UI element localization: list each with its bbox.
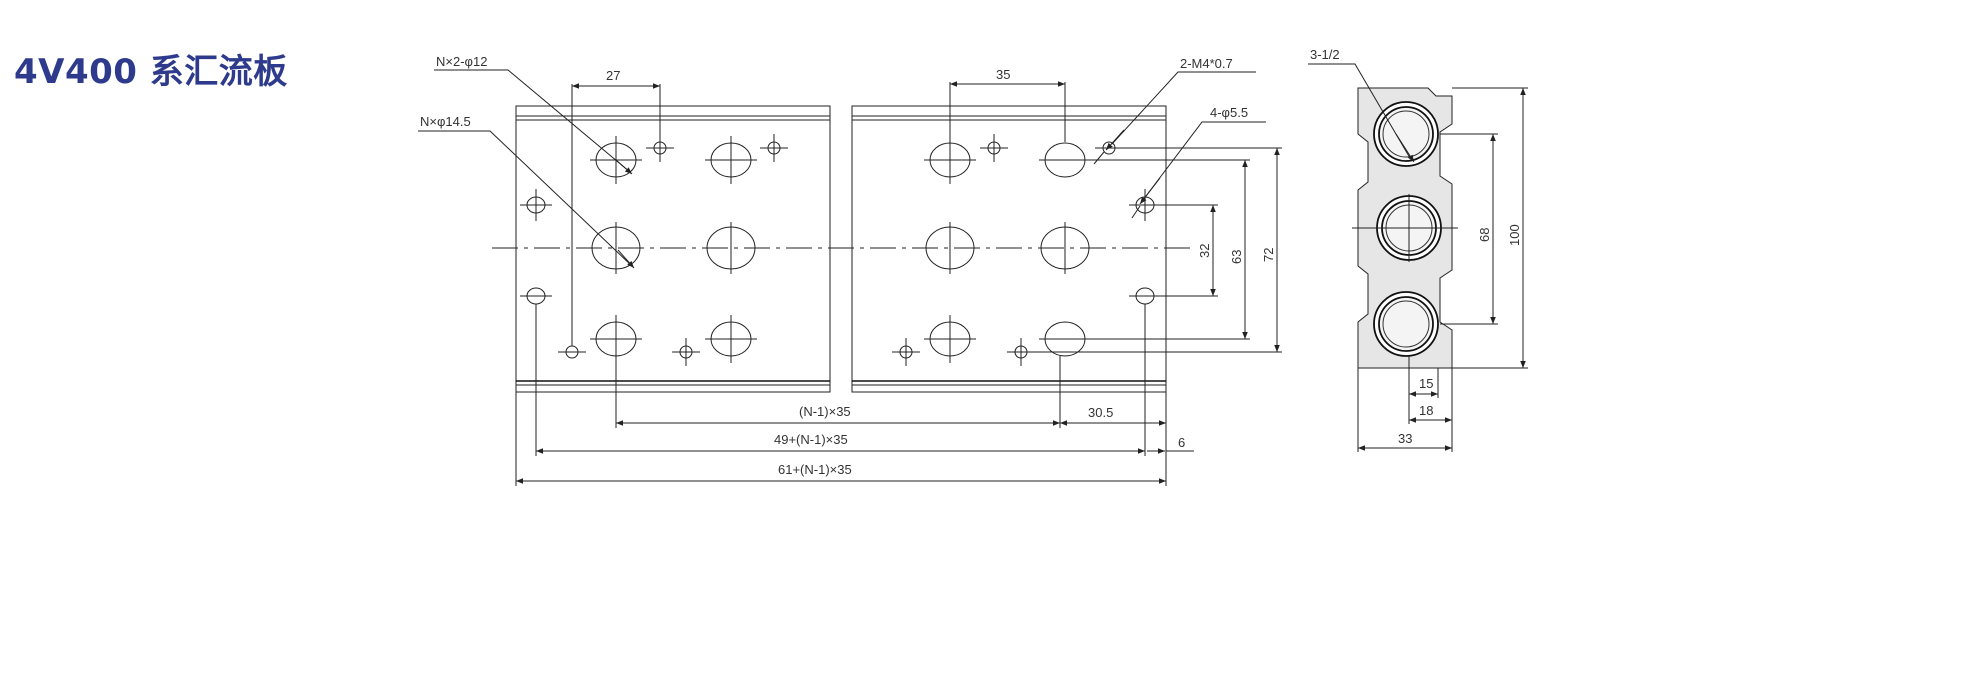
- front-dimensions: [418, 69, 1282, 486]
- label-49: 49+(N-1)×35: [774, 432, 848, 447]
- label-30-5: 30.5: [1088, 405, 1113, 420]
- label-61: 61+(N-1)×35: [778, 462, 852, 477]
- label-100: 100: [1507, 224, 1522, 246]
- label-32: 32: [1197, 244, 1212, 258]
- label-27: 27: [606, 68, 620, 83]
- right-plate-holes: [892, 134, 1161, 366]
- right-plate: [851, 105, 1167, 393]
- side-view: [1308, 63, 1528, 452]
- label-thread: 3-1/2: [1310, 47, 1340, 62]
- technical-drawing: N×2-φ12 N×φ14.5 27 35 2-M4*0.7 4-φ5.5 32…: [418, 47, 1528, 486]
- label-m4: 2-M4*0.7: [1180, 56, 1233, 71]
- label-72: 72: [1261, 248, 1276, 262]
- label-n-phi14-5: N×φ14.5: [420, 114, 471, 129]
- page-title: 4V400 系汇流板: [14, 52, 288, 92]
- label-68: 68: [1477, 228, 1492, 242]
- label-phi5-5: 4-φ5.5: [1210, 105, 1248, 120]
- label-n1x35: (N-1)×35: [799, 404, 851, 419]
- label-63: 63: [1229, 250, 1244, 264]
- label-18: 18: [1419, 403, 1433, 418]
- label-6: 6: [1178, 435, 1185, 450]
- label-n2-phi12: N×2-φ12: [436, 54, 487, 69]
- left-plate-holes: [520, 134, 788, 366]
- label-35-top: 35: [996, 67, 1010, 82]
- label-33: 33: [1398, 431, 1412, 446]
- label-15: 15: [1419, 376, 1433, 391]
- left-plate: [515, 105, 831, 393]
